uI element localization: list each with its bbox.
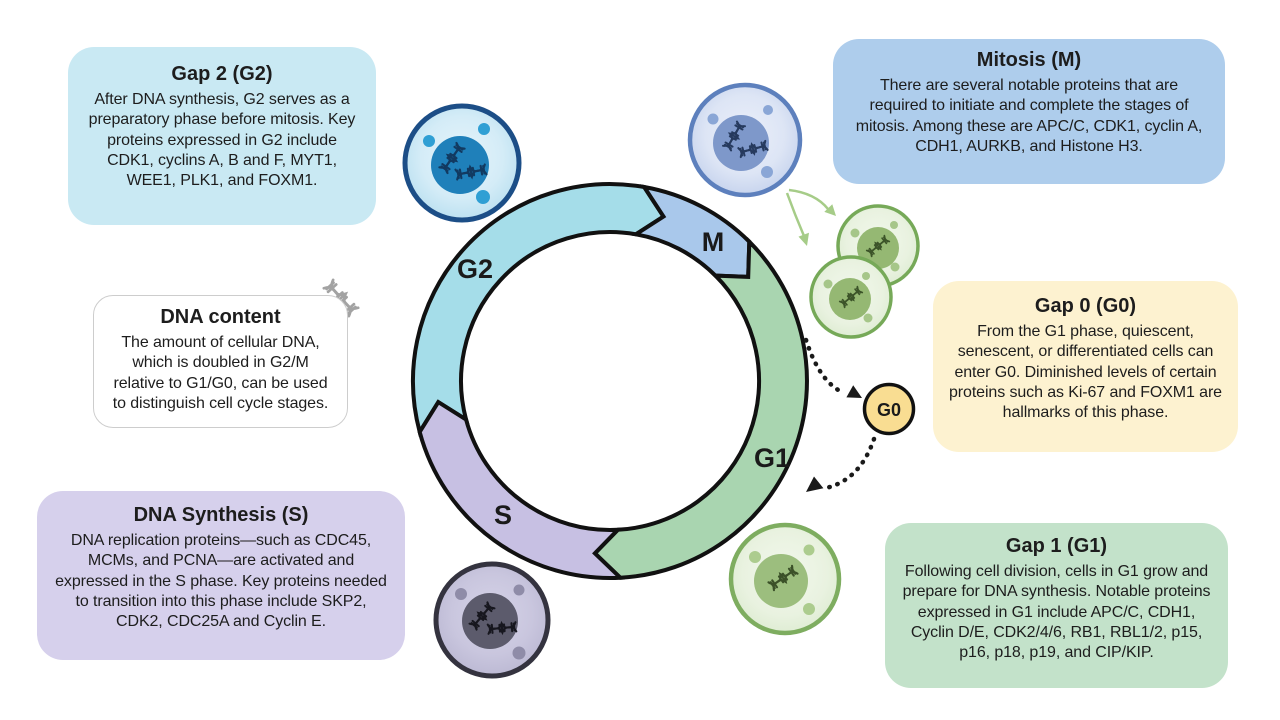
arrow-from-g0-head [806, 476, 824, 492]
arrow-from-g0 [823, 436, 877, 491]
phase-label-m: M [702, 227, 725, 257]
info-box-gap1: Gap 1 (G1) Following cell division, cell… [885, 523, 1228, 688]
dna-content-body: The amount of cellular DNA, which is dou… [112, 334, 329, 412]
gap2-body: After DNA synthesis, G2 serves as a prep… [88, 91, 356, 190]
m-cell-illustration [687, 82, 803, 198]
dna-synthesis-body: DNA replication proteins—such as CDC45, … [55, 532, 387, 631]
dna-content-title: DNA content [160, 306, 281, 328]
dna-synthesis-title: DNA Synthesis (S) [133, 504, 309, 526]
g0-circle-label: G0 [877, 400, 901, 420]
daughter-cell-2 [809, 255, 893, 339]
gap0-body: From the G1 phase, quiescent, senescent,… [949, 323, 1222, 422]
phase-label-g1: G1 [754, 443, 790, 473]
info-box-dna-synthesis: DNA Synthesis (S) DNA replication protei… [37, 491, 405, 660]
info-box-gap0: Gap 0 (G0) From the G1 phase, quiescent,… [933, 281, 1238, 452]
g0-arrows [803, 337, 877, 491]
g0-circle: G0 [862, 382, 916, 436]
division-arrows [785, 188, 829, 237]
gap0-title: Gap 0 (G0) [1034, 295, 1137, 317]
division-arrowhead-1 [824, 204, 836, 216]
g1-cell-illustration [728, 522, 842, 636]
mitosis-body: There are several notable proteins that … [855, 77, 1203, 155]
division-arrow-2 [785, 192, 806, 237]
mitosis-title: Mitosis (M) [976, 49, 1082, 71]
division-arrowhead-2 [798, 232, 809, 246]
cycle-ring [411, 182, 809, 580]
gap1-body: Following cell division, cells in G1 gro… [902, 563, 1211, 662]
info-box-gap2: Gap 2 (G2) After DNA synthesis, G2 serve… [68, 47, 376, 225]
s-cell-illustration [433, 561, 551, 679]
g2-cell-illustration [402, 103, 522, 223]
arrow-to-g0-head [846, 385, 862, 398]
info-box-dna-content: DNA content The amount of cellular DNA, … [93, 295, 348, 428]
phase-label-s: S [494, 500, 512, 530]
gap1-title: Gap 1 (G1) [1005, 535, 1108, 557]
arrow-to-g0 [803, 337, 847, 396]
phase-label-g2: G2 [457, 254, 493, 284]
ring-segment-s [417, 399, 626, 580]
ring-segment-m [630, 184, 752, 279]
gap2-title: Gap 2 (G2) [171, 63, 273, 85]
info-box-mitosis: Mitosis (M) There are several notable pr… [833, 39, 1225, 184]
division-arrow-1 [788, 188, 829, 210]
